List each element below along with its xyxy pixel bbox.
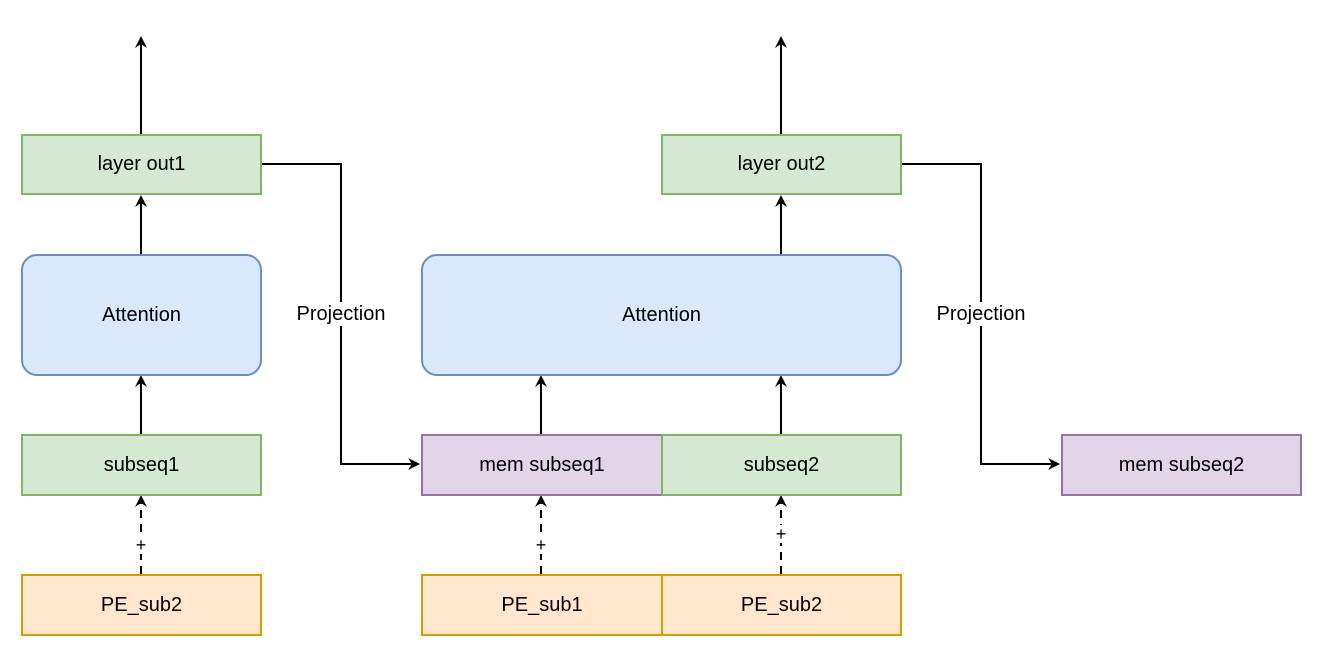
projection-label-right: Projection xyxy=(934,302,1028,326)
pe-sub2-left-label: PE_sub2 xyxy=(100,593,183,616)
pe-sub1-box: PE_sub1 xyxy=(421,574,663,636)
pe-sub2-right-label: PE_sub2 xyxy=(740,593,823,616)
subseq1-box: subseq1 xyxy=(21,434,262,496)
layer-out2-box: layer out2 xyxy=(661,134,902,195)
mem-subseq2-box: mem subseq2 xyxy=(1061,434,1302,496)
subseq2-label: subseq2 xyxy=(743,453,820,476)
plus-sign-left: + xyxy=(134,535,148,555)
plus-sign-middle: + xyxy=(534,535,548,555)
pe-sub1-label: PE_sub1 xyxy=(501,593,583,616)
attention-left-box: Attention xyxy=(21,254,262,376)
subseq1-label: subseq1 xyxy=(103,453,180,476)
layer-out1-box: layer out1 xyxy=(21,134,262,195)
projection-label-left: Projection xyxy=(294,302,388,326)
pe-sub2-right-box: PE_sub2 xyxy=(661,574,902,636)
attention-left-label: Attention xyxy=(102,303,181,326)
layer-out1-label: layer out1 xyxy=(97,153,186,175)
layer-out2-label: layer out2 xyxy=(737,153,826,175)
attention-right-label: Attention xyxy=(622,303,701,326)
pe-sub2-left-box: PE_sub2 xyxy=(21,574,262,636)
plus-sign-right: + xyxy=(774,524,788,544)
attention-right-box: Attention xyxy=(421,254,902,376)
mem-subseq1-box: mem subseq1 xyxy=(421,434,663,496)
mem-subseq2-label: mem subseq2 xyxy=(1118,453,1245,476)
subseq2-box: subseq2 xyxy=(661,434,902,496)
mem-subseq1-label: mem subseq1 xyxy=(479,453,605,476)
